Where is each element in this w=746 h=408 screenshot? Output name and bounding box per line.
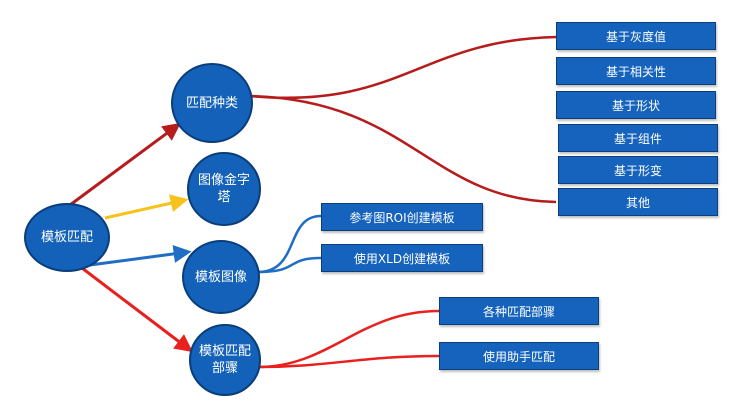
leaf-deformation[interactable]: 基于形变 bbox=[558, 156, 718, 184]
leaf-correlation[interactable]: 基于相关性 bbox=[556, 57, 716, 85]
edges-match-types bbox=[249, 35, 557, 204]
leaf-label: 使用XLD创建模板 bbox=[353, 251, 451, 266]
branch-node-steps[interactable]: 模板匹配部骤 bbox=[189, 324, 261, 396]
leaf-component[interactable]: 基于组件 bbox=[558, 124, 718, 152]
leaf-label: 使用助手匹配 bbox=[482, 349, 555, 364]
root-node[interactable]: 模板匹配 bbox=[24, 203, 110, 272]
leaf-other[interactable]: 其他 bbox=[558, 188, 718, 216]
branch-label: 匹配种类 bbox=[185, 95, 238, 111]
edge-root-to-match-types bbox=[69, 122, 181, 207]
branch-label: 图像金字塔 bbox=[198, 173, 251, 205]
leaf-label: 基于灰度值 bbox=[605, 29, 666, 44]
leaf-label: 基于相关性 bbox=[605, 64, 666, 79]
leaf-label: 参考图ROI创建模板 bbox=[349, 210, 455, 225]
branch-label: 模板图像 bbox=[194, 269, 247, 285]
leaf-xld-template[interactable]: 使用XLD创建模板 bbox=[321, 244, 483, 272]
branch-node-match-types[interactable]: 匹配种类 bbox=[171, 63, 253, 143]
leaf-roi-template[interactable]: 参考图ROI创建模板 bbox=[321, 203, 483, 231]
edge-root-to-template-image bbox=[89, 244, 192, 267]
leaf-label: 基于形变 bbox=[613, 163, 662, 178]
leaf-gray-value[interactable]: 基于灰度值 bbox=[556, 22, 716, 50]
leaf-label: 各种匹配部骤 bbox=[482, 304, 555, 319]
branch-label: 模板匹配部骤 bbox=[198, 344, 251, 376]
root-label: 模板匹配 bbox=[40, 230, 93, 245]
leaf-shape[interactable]: 基于形状 bbox=[556, 91, 716, 119]
edge-root-to-pyramid bbox=[104, 194, 189, 220]
branch-node-template-image[interactable]: 模板图像 bbox=[182, 240, 260, 314]
leaf-label: 基于形状 bbox=[611, 98, 660, 113]
leaf-label: 基于组件 bbox=[613, 131, 662, 146]
leaf-assistant-match[interactable]: 使用助手匹配 bbox=[439, 342, 599, 370]
branch-node-pyramid[interactable]: 图像金字塔 bbox=[187, 152, 261, 226]
leaf-match-steps[interactable]: 各种匹配部骤 bbox=[439, 297, 599, 325]
leaf-label: 其他 bbox=[625, 195, 650, 210]
edge-root-to-steps bbox=[77, 263, 193, 353]
edges-template-image bbox=[257, 214, 322, 274]
edges-steps bbox=[257, 309, 440, 369]
